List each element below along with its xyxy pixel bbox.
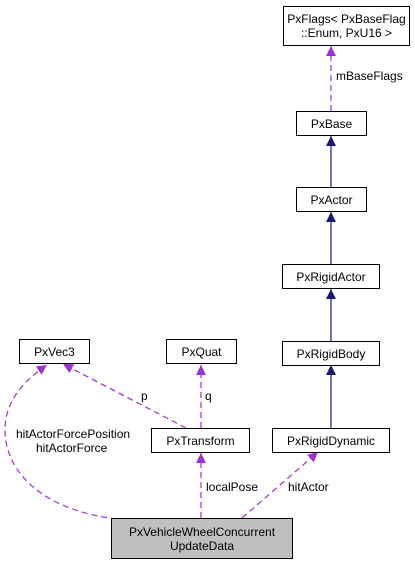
node-main-line1: PxVehicleWheelConcurrent [128,524,276,539]
node-pxrigidactor[interactable]: PxRigidActor [282,264,380,289]
node-pxrigiddynamic-label: PxRigidDynamic [286,433,376,448]
node-pxrigidactor-label: PxRigidActor [296,269,366,284]
node-pxtransform[interactable]: PxTransform [151,428,250,453]
node-pxquat-label: PxQuat [181,344,222,359]
node-pxactor-label: PxActor [310,192,353,207]
node-pxrigidbody-label: PxRigidBody [296,346,366,361]
node-pxquat[interactable]: PxQuat [166,339,237,364]
node-pxtransform-label: PxTransform [166,433,235,448]
node-pxbase[interactable]: PxBase [296,111,367,136]
edge-label-mbaseflags: mBaseFlags [336,69,403,83]
edge-label-hitactor: hitActor [288,480,329,494]
usage-edge-hitactor [241,451,319,519]
node-pxflags[interactable]: PxFlags< PxBaseFlag ::Enum, PxU16 > [283,6,410,46]
usage-edge-p [62,363,187,429]
node-pxrigiddynamic[interactable]: PxRigidDynamic [272,428,390,453]
usage-edge-hitactorforce [4,364,118,520]
node-pxvec3[interactable]: PxVec3 [19,339,90,364]
edge-label-localpose: localPose [206,480,259,494]
node-pxactor[interactable]: PxActor [296,187,367,212]
node-pxvec3-label: PxVec3 [34,344,75,359]
edge-label-q: q [205,389,212,403]
edge-label-hitactorforce: hitActorForce [36,441,108,455]
node-pxrigidbody[interactable]: PxRigidBody [282,341,380,366]
node-main-pxvehiclewheelconcurrentupdatedata[interactable]: PxVehicleWheelConcurrent UpdateData [111,518,293,559]
node-pxbase-label: PxBase [310,116,353,131]
edge-label-p: p [141,389,148,403]
node-main-line2: UpdateData [169,538,235,553]
node-pxflags-line2: ::Enum, PxU16 > [300,26,393,40]
node-pxflags-line1: PxFlags< PxBaseFlag [287,12,406,26]
edge-label-hitactorforceposition: hitActorForcePosition [16,427,131,441]
